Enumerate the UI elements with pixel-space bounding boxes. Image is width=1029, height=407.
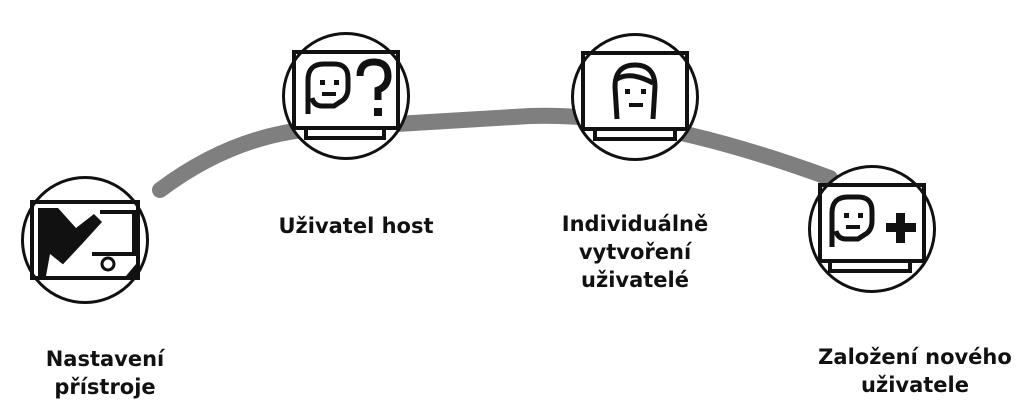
add-user-icon [818, 183, 926, 273]
guest-user-button[interactable] [282, 32, 410, 160]
individual-users-label: Individuálně vytvoření uživatelé [561, 212, 709, 292]
wrench-settings-icon [30, 200, 140, 280]
guest-user-question-icon [292, 50, 400, 140]
guest-user-label: Uživatel host [278, 214, 434, 238]
new-user-button[interactable] [808, 165, 936, 293]
device-settings-button[interactable] [21, 176, 149, 304]
user-profile-icon [581, 51, 689, 141]
individual-users-button[interactable] [571, 33, 699, 161]
new-user-label: Založení nového uživatele [818, 345, 1012, 397]
device-settings-label: Nastavení přístroje [45, 347, 165, 399]
